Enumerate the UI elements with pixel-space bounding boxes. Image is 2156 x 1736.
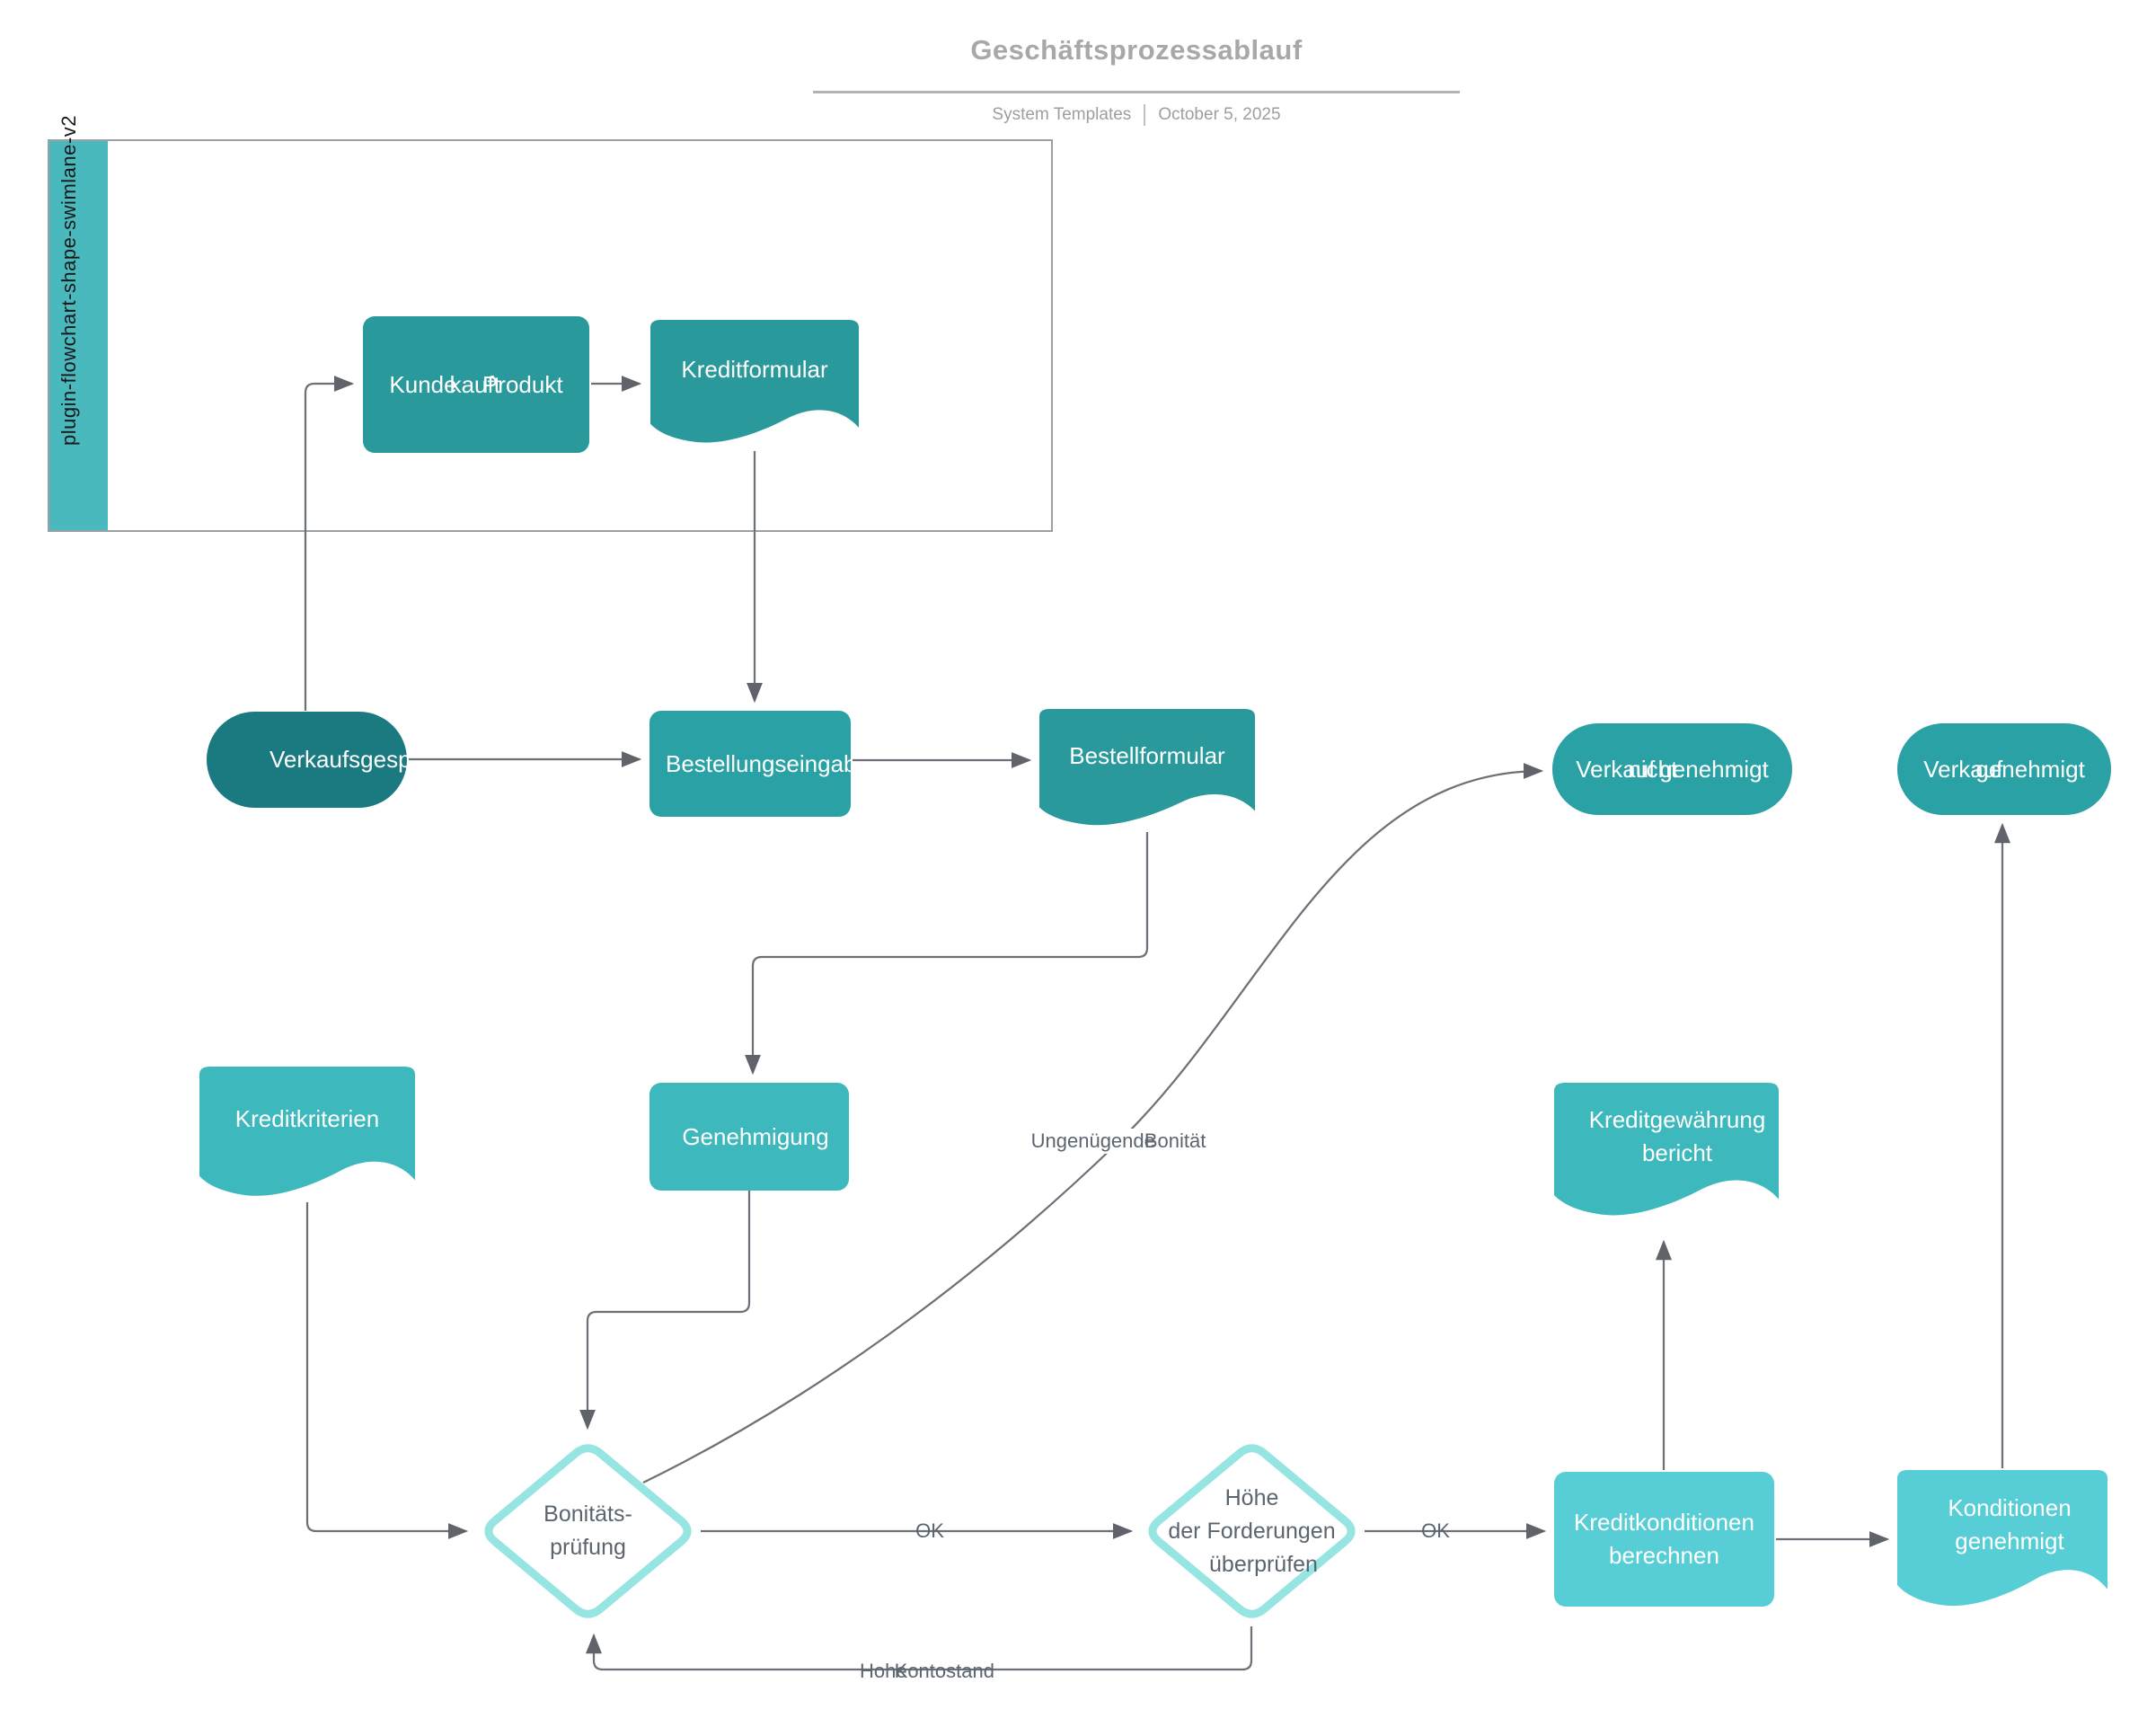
node-label: Kreditkriterien xyxy=(234,1104,380,1132)
document-shape xyxy=(1039,709,1255,826)
node-label: Genehmigung xyxy=(682,1122,829,1150)
node-label: Kreditkonditionen berechnen xyxy=(1574,1509,1754,1569)
subtitle-source: System Templates xyxy=(992,105,1132,124)
node-kreditkriterien[interactable]: Kreditkriterien xyxy=(199,1067,415,1209)
document-shape xyxy=(650,320,859,443)
node-verkauf-nicht-genehmigt[interactable]: Verkauf nicht genehmigt xyxy=(1552,723,1792,815)
node-kreditkonditionen-berechnen[interactable]: Kreditkonditionen berechnen xyxy=(1554,1472,1774,1607)
node-kreditgewaehrung-bericht[interactable]: Kreditgewährung bericht xyxy=(1554,1083,1779,1228)
edge-bestellformular-to-genehmigung xyxy=(745,832,1149,1076)
document-shape xyxy=(1554,1083,1779,1216)
edge-genehmigung-to-bonitaet xyxy=(579,1191,751,1430)
node-konditionen-genehmigt[interactable]: Konditionen genehmigt xyxy=(1897,1470,2107,1619)
node-bestellformular[interactable]: Bestellformular xyxy=(1039,709,1255,837)
document-shape xyxy=(1897,1470,2107,1607)
node-verkaufsgespraech[interactable]: Verkaufsgespräch xyxy=(207,712,407,808)
edge-label-hohe-kontostand: Hohe Kontostand xyxy=(860,1660,994,1682)
node-label: Kreditgewährung bericht xyxy=(1588,1105,1766,1166)
node-kunde-kauft-produkt[interactable]: Kunde kauft Produkt xyxy=(363,316,589,453)
node-verkauf-genehmigt[interactable]: Verkauf genehmigt xyxy=(1897,723,2111,815)
document-shape xyxy=(199,1067,415,1196)
node-label: Verkaufsgespräch xyxy=(270,746,407,773)
swimlane-header-bar xyxy=(49,141,108,530)
swimlane-container[interactable] xyxy=(48,139,1053,532)
node-kreditformular[interactable]: Kreditformular xyxy=(650,320,859,455)
node-genehmigung[interactable]: Genehmigung xyxy=(649,1083,849,1191)
subtitle: System Templates October 5, 2025 xyxy=(813,104,1460,126)
node-label: Bonitäts- prüfung xyxy=(543,1501,632,1560)
edge-kreditkriterien-to-bonitaet xyxy=(305,1202,469,1539)
edge-verkaufsgespraech-to-kunde xyxy=(304,376,355,711)
node-hoehe-forderungen[interactable]: Höhe der Forderungen überprüfen xyxy=(1141,1438,1363,1625)
edge-label-ungenuegende-bonitaet: Ungenügende Bonität xyxy=(1027,1129,1210,1154)
subtitle-date: October 5, 2025 xyxy=(1158,105,1281,124)
decision-diamond-shape xyxy=(484,1444,692,1618)
node-label: Verkauf nicht genehmigt xyxy=(1576,755,1769,783)
node-label: Konditionen genehmigt xyxy=(1948,1494,2072,1555)
decision-diamond-shape xyxy=(1148,1444,1356,1618)
title-underline xyxy=(813,91,1460,93)
edge-label-ok-1: OK xyxy=(915,1519,944,1542)
node-label: Bestellformular xyxy=(1069,742,1225,770)
edge-hoehe-loop-to-bonitaet xyxy=(586,1626,1253,1671)
node-label: Verkauf genehmigt xyxy=(1923,755,2085,783)
node-bestellungseingabe[interactable]: Bestellungseingabe xyxy=(649,711,851,817)
node-label: Kunde kauft Produkt xyxy=(389,370,563,398)
edge-label-ok-2: OK xyxy=(1421,1519,1450,1542)
node-bonitaetspruefung[interactable]: Bonitäts- prüfung xyxy=(477,1438,699,1625)
subtitle-divider xyxy=(1144,104,1146,126)
page-title: Geschäftsprozessablauf xyxy=(970,34,1303,66)
node-label: Kreditformular xyxy=(681,356,828,383)
node-label: Höhe der Forderungen überprüfen xyxy=(1168,1484,1336,1577)
node-label: Bestellungseingabe xyxy=(666,749,851,777)
